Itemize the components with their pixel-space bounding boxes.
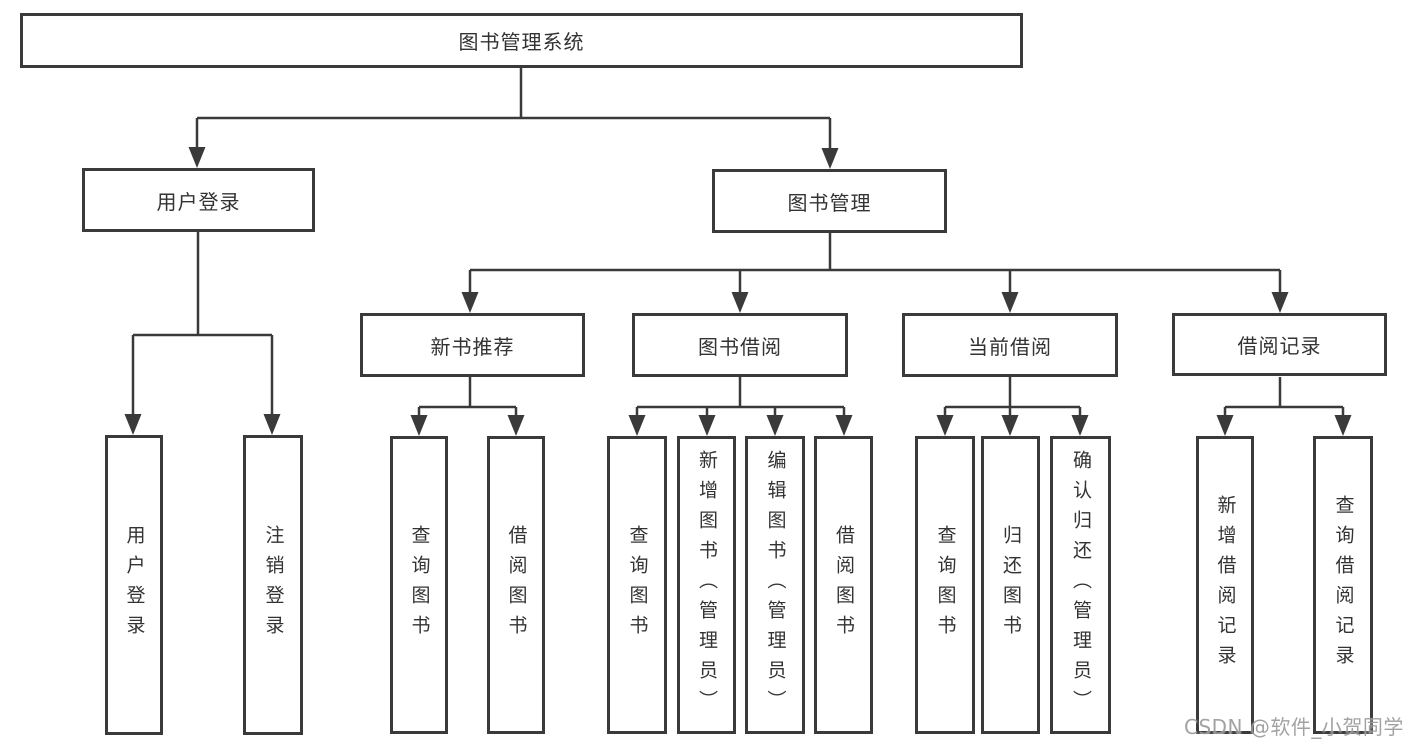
connector-borrow-records-to-leaves bbox=[1223, 377, 1345, 429]
arrowhead-icon bbox=[1001, 415, 1019, 436]
arrowhead-icon bbox=[628, 415, 646, 436]
node-return-books: 归还图书 bbox=[981, 436, 1040, 734]
node-logout-label: 注销登录 bbox=[262, 525, 285, 645]
node-add-books-admin: 新增图书（管理员） bbox=[677, 436, 736, 734]
connector-new-rec-to-leaves bbox=[417, 377, 518, 429]
arrowhead-icon bbox=[263, 414, 281, 435]
arrowhead-icon bbox=[1271, 292, 1289, 313]
node-user-login: 用户登录 bbox=[82, 168, 315, 232]
node-book-borrow-label: 图书借阅 bbox=[698, 334, 782, 359]
arrowhead-icon bbox=[124, 414, 142, 435]
node-current-borrow: 当前借阅 bbox=[902, 313, 1118, 377]
node-book-management-label: 图书管理 bbox=[787, 190, 872, 215]
node-return-books-label: 归还图书 bbox=[1000, 525, 1022, 645]
arrowhead-icon bbox=[835, 415, 853, 436]
node-root-label: 图书管理系统 bbox=[458, 30, 585, 54]
node-borrow-records: 借阅记录 bbox=[1172, 313, 1387, 376]
arrowhead-icon bbox=[698, 415, 716, 436]
node-edit-books-admin-label: 编辑图书（管理员） bbox=[764, 450, 787, 720]
node-login: 用户登录 bbox=[105, 435, 163, 735]
arrowhead-icon bbox=[461, 292, 479, 313]
arrowhead-icon bbox=[766, 415, 784, 436]
connector-user-login-to-leaves bbox=[131, 232, 274, 428]
node-login-label: 用户登录 bbox=[123, 525, 146, 645]
arrowhead-icon bbox=[1001, 292, 1019, 313]
arrowhead-icon bbox=[936, 415, 954, 436]
arrowhead-icon bbox=[1334, 415, 1352, 436]
node-borrow-books-rec-label: 借阅图书 bbox=[505, 525, 528, 645]
node-query-books-current-label: 查询图书 bbox=[934, 525, 957, 645]
connector-book-mgmt-to-level3 bbox=[468, 233, 1282, 306]
node-borrow-books-borrow-label: 借阅图书 bbox=[833, 525, 855, 645]
node-confirm-return-admin-label: 确认归还（管理员） bbox=[1070, 450, 1092, 720]
node-query-books-borrow-label: 查询图书 bbox=[626, 525, 649, 645]
arrowhead-icon bbox=[731, 292, 749, 313]
node-confirm-return-admin: 确认归还（管理员） bbox=[1050, 436, 1111, 734]
node-query-borrow-record-label: 查询借阅记录 bbox=[1332, 495, 1355, 675]
arrowhead-icon bbox=[1216, 415, 1234, 436]
node-query-books-borrow: 查询图书 bbox=[607, 436, 667, 734]
connector-lines bbox=[131, 68, 1345, 429]
node-add-books-admin-label: 新增图书（管理员） bbox=[696, 450, 718, 720]
node-book-management: 图书管理 bbox=[712, 169, 947, 233]
node-query-books-rec-label: 查询图书 bbox=[408, 525, 431, 645]
node-logout: 注销登录 bbox=[243, 435, 303, 735]
node-add-borrow-record: 新增借阅记录 bbox=[1196, 436, 1254, 734]
node-query-books-current: 查询图书 bbox=[915, 436, 975, 734]
node-user-login-label: 用户登录 bbox=[156, 189, 241, 214]
node-query-borrow-record: 查询借阅记录 bbox=[1313, 436, 1373, 734]
arrowhead-icon bbox=[507, 415, 525, 436]
arrowhead-icon bbox=[1071, 415, 1089, 436]
node-borrow-books-rec: 借阅图书 bbox=[487, 436, 545, 734]
node-root: 图书管理系统 bbox=[20, 13, 1023, 68]
node-query-books-rec: 查询图书 bbox=[390, 436, 448, 734]
arrowhead-icon bbox=[821, 148, 839, 169]
node-new-book-recommend: 新书推荐 bbox=[360, 313, 585, 377]
arrowhead-icon bbox=[410, 415, 428, 436]
arrowhead-icon bbox=[188, 147, 206, 168]
node-book-borrow: 图书借阅 bbox=[632, 313, 848, 377]
node-borrow-records-label: 借阅记录 bbox=[1237, 334, 1322, 358]
connector-root-to-level2 bbox=[195, 68, 832, 161]
watermark: CSDN @软件_小贺同学 bbox=[1184, 715, 1404, 739]
node-borrow-books-borrow: 借阅图书 bbox=[814, 436, 873, 734]
node-edit-books-admin: 编辑图书（管理员） bbox=[745, 436, 805, 734]
node-current-borrow-label: 当前借阅 bbox=[968, 334, 1052, 359]
node-new-book-recommend-label: 新书推荐 bbox=[430, 334, 515, 359]
connector-book-borrow-to-leaves bbox=[635, 377, 846, 429]
arrowheads bbox=[124, 147, 1352, 436]
node-add-borrow-record-label: 新增借阅记录 bbox=[1214, 495, 1237, 675]
